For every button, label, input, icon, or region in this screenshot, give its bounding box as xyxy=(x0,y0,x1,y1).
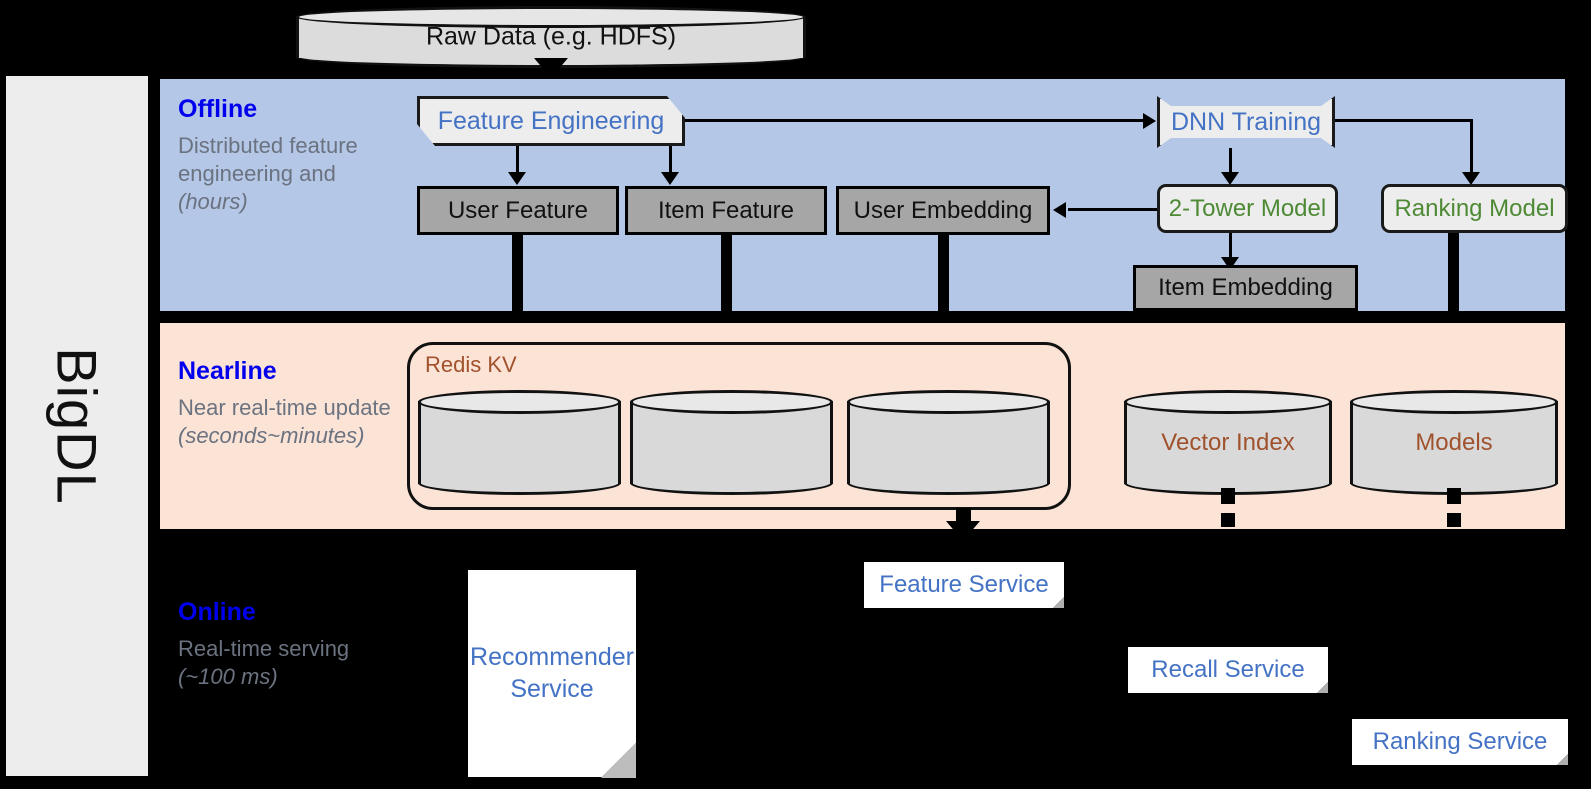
arrowhead-featureservice xyxy=(946,521,980,541)
pipe-userfeature-store xyxy=(512,235,523,385)
cylinder-top xyxy=(418,390,621,414)
cylinder-top xyxy=(847,390,1050,414)
pipe-rankingmodel-models xyxy=(1448,233,1459,373)
user-feature-node[interactable]: User Feature xyxy=(417,186,619,235)
page-fold-icon xyxy=(1317,682,1328,693)
user-embedding-store[interactable] xyxy=(847,390,1050,495)
arrowhead-fe-dnn xyxy=(1143,113,1156,129)
cylinder-body xyxy=(418,401,621,484)
connector-2tower-userembedding xyxy=(1068,208,1160,211)
arrowhead-fe-itemfeature xyxy=(661,172,679,185)
connector-fe-userfeature xyxy=(516,146,519,176)
recommender-service-node[interactable]: Recommender Service xyxy=(468,570,636,777)
framework-name-label: BigDL xyxy=(45,347,109,505)
connector-dnn-ranking-v xyxy=(1470,119,1473,177)
recommender-service-label: Recommender Service xyxy=(470,643,634,703)
stub-featureservice xyxy=(956,508,971,524)
arrowhead-2tower-userembedding xyxy=(1053,202,1066,218)
redis-kv-group xyxy=(407,342,1071,510)
page-fold-icon xyxy=(1053,597,1064,608)
cylinder-body xyxy=(1350,401,1558,484)
item-feature-node[interactable]: Item Feature xyxy=(625,186,827,235)
user-feature-label: User Feature xyxy=(447,196,589,224)
user-embedding-label: User Embedding xyxy=(853,196,1033,224)
vector-index-label: Vector Index xyxy=(1161,428,1295,456)
recall-service-node[interactable]: Recall Service xyxy=(1128,647,1328,693)
nearline-subtitle: Near real-time update (seconds~minutes) xyxy=(178,395,391,449)
framework-rail: BigDL xyxy=(6,76,148,776)
item-feature-label: Item Feature xyxy=(657,196,795,224)
user-embedding-node[interactable]: User Embedding xyxy=(836,186,1050,235)
pipe-itemfeature-store xyxy=(721,235,732,372)
cylinder-top xyxy=(296,6,806,28)
stub-recallservice-b xyxy=(1221,513,1235,527)
raw-data-label: Raw Data (e.g. HDFS) xyxy=(425,22,677,51)
feature-engineering-label: Feature Engineering xyxy=(437,106,665,135)
cylinder-top xyxy=(630,390,833,414)
connector-2tower-itemembedding xyxy=(1229,233,1232,261)
arrowhead-fe-userfeature xyxy=(508,172,526,185)
arrowhead-rawdata-fe xyxy=(534,58,568,78)
two-tower-model-node[interactable]: 2-Tower Model xyxy=(1157,184,1338,233)
ranking-service-node[interactable]: Ranking Service xyxy=(1352,719,1568,765)
cylinder-body xyxy=(1124,401,1332,484)
feature-service-node[interactable]: Feature Service xyxy=(864,562,1064,608)
cylinder-top xyxy=(1350,390,1558,414)
offline-caption: Offline Distributed feature engineering … xyxy=(178,95,363,216)
models-store[interactable]: Models xyxy=(1350,390,1558,495)
nearline-title: Nearline xyxy=(178,357,277,385)
connector-dnn-ranking-h xyxy=(1335,119,1473,122)
two-tower-model-label: 2-Tower Model xyxy=(1168,194,1327,222)
models-label: Models xyxy=(1415,428,1493,456)
page-fold-icon xyxy=(601,743,636,778)
dnn-training-label: DNN Training xyxy=(1170,107,1322,136)
online-title: Online xyxy=(178,598,256,626)
arrowhead-dnn-ranking xyxy=(1462,172,1480,185)
pipe-userembedding-store xyxy=(938,235,949,372)
feature-service-label: Feature Service xyxy=(879,571,1049,598)
page-fold-icon xyxy=(1557,754,1568,765)
stub-rankingservice-a xyxy=(1447,488,1461,504)
ranking-model-label: Ranking Model xyxy=(1394,194,1555,222)
stub-rankingservice-b xyxy=(1447,513,1461,527)
recall-service-label: Recall Service xyxy=(1151,656,1305,683)
connector-fe-itemfeature xyxy=(669,146,672,176)
redis-kv-label: Redis KV xyxy=(425,352,517,377)
item-feature-store[interactable] xyxy=(630,390,833,495)
vector-index-store[interactable]: Vector Index xyxy=(1124,390,1332,495)
cylinder-body xyxy=(847,401,1050,484)
item-embedding-node[interactable]: Item Embedding xyxy=(1133,265,1358,311)
feature-engineering-node[interactable]: Feature Engineering xyxy=(417,96,685,146)
online-caption: Online Real-time serving (~100 ms) xyxy=(178,598,408,691)
item-embedding-label: Item Embedding xyxy=(1158,274,1333,301)
cylinder-body xyxy=(630,401,833,484)
offline-subtitle: Distributed feature engineering and (hou… xyxy=(178,133,358,215)
connector-dnn-2tower xyxy=(1229,148,1232,176)
offline-title: Offline xyxy=(178,95,258,123)
user-feature-store[interactable] xyxy=(418,390,621,495)
online-subtitle: Real-time serving (~100 ms) xyxy=(178,636,350,690)
ranking-service-label: Ranking Service xyxy=(1372,728,1548,755)
stub-recallservice-a xyxy=(1221,488,1235,504)
connector-fe-dnn xyxy=(685,119,1145,122)
ranking-model-node[interactable]: Ranking Model xyxy=(1381,184,1568,233)
nearline-caption: Nearline Near real-time update (seconds~… xyxy=(178,357,408,450)
raw-data-store: Raw Data (e.g. HDFS) xyxy=(296,6,806,68)
cylinder-top xyxy=(1124,390,1332,414)
arrowhead-dnn-2tower xyxy=(1221,172,1239,185)
